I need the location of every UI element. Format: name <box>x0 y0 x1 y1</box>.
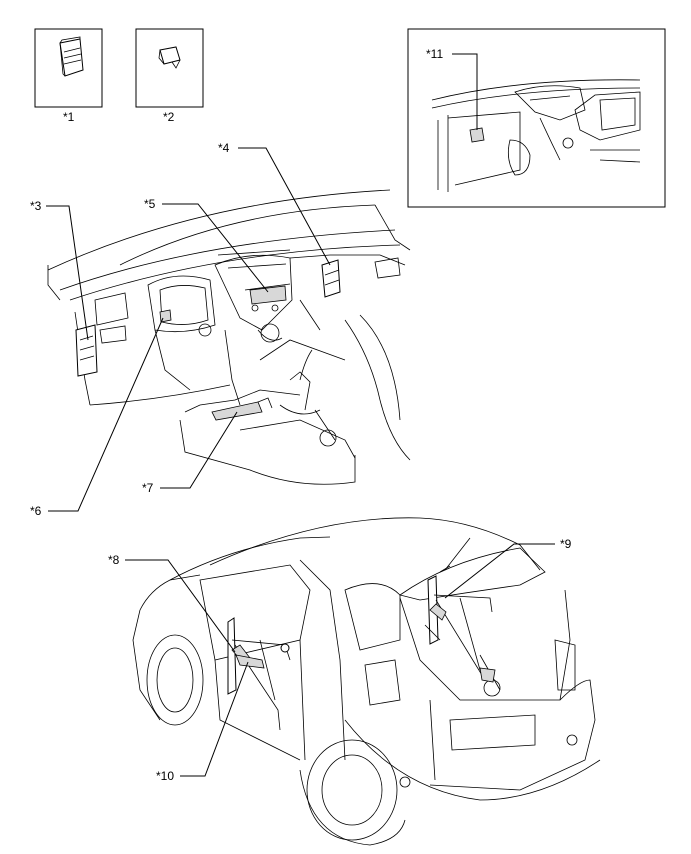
ecu-module-1-icon <box>59 36 84 77</box>
leader-line-7 <box>160 411 238 489</box>
callout-label-6: *6 <box>30 504 42 518</box>
window-regulator-front-icon <box>227 617 291 731</box>
car-drawing <box>132 517 601 846</box>
inset-dashboard-drawing <box>431 79 641 192</box>
callout-label-10: *10 <box>156 769 175 783</box>
ecu-module-2-icon <box>158 46 181 69</box>
part-11-icon <box>469 127 485 143</box>
part-3-icon <box>75 324 98 377</box>
leader-line-6 <box>48 317 164 512</box>
callout-label-9: *9 <box>560 537 572 551</box>
callout-label-5: *5 <box>144 197 156 211</box>
dashboard-drawing <box>47 189 411 485</box>
callout-label-7: *7 <box>142 481 154 495</box>
callout-label-2: *2 <box>163 110 175 124</box>
leader-line-5 <box>162 203 269 293</box>
part-7-icon <box>211 397 273 421</box>
callout-label-3: *3 <box>30 199 42 213</box>
part-box-1 <box>34 28 103 108</box>
callout-label-8: *8 <box>108 553 120 567</box>
callout-label-4: *4 <box>218 141 230 155</box>
part-box-2 <box>135 28 204 108</box>
callout-label-1: *1 <box>63 110 75 124</box>
part-5-icon <box>249 285 287 305</box>
callout-label-11: *11 <box>426 47 444 61</box>
leader-line-9 <box>444 543 555 599</box>
leader-line-8 <box>125 559 236 653</box>
leader-line-11 <box>452 53 478 130</box>
inset-box-11 <box>407 28 666 208</box>
window-regulator-rear-icon <box>424 575 496 683</box>
part-4-icon <box>321 259 341 298</box>
leader-line-10 <box>180 661 249 777</box>
leader-line-4 <box>238 147 331 266</box>
leader-line-3 <box>46 205 89 341</box>
